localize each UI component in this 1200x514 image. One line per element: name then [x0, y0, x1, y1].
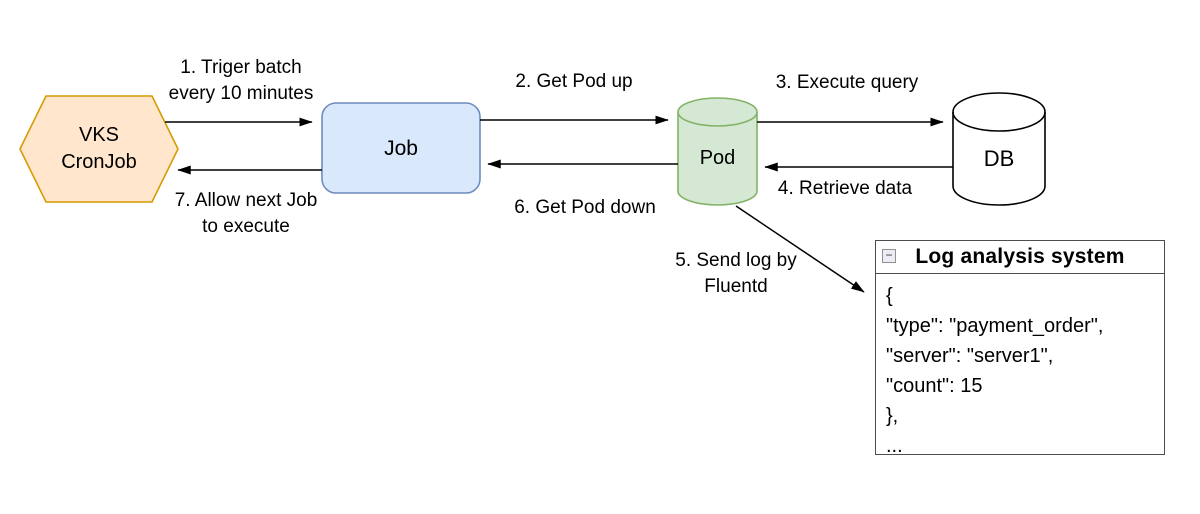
edge-label-7-line1: 7. Allow next Job — [174, 190, 318, 211]
edge-label-3: 3. Execute query — [776, 70, 919, 96]
log-line: "count": 15 — [886, 375, 983, 397]
log-analysis-box: − Log analysis system { "type": "payment… — [875, 240, 1165, 457]
log-line: "server": "server1", — [886, 345, 1054, 367]
edge-label-3-text: 3. Execute query — [775, 72, 919, 93]
edge-label-2-text: 2. Get Pod up — [515, 71, 633, 92]
db-cylinder-shape — [952, 92, 1046, 206]
log-line: ... — [886, 435, 903, 457]
log-analysis-body: { "type": "payment_order", "server": "se… — [876, 274, 1164, 461]
edge-label-5: 5. Send log by Fluentd — [675, 248, 796, 300]
edge-label-4-text: 4. Retrieve data — [777, 178, 913, 199]
edge-label-6: 6. Get Pod down — [514, 195, 656, 221]
pod-cylinder-shape — [677, 97, 758, 206]
edge-label-1: 1. Triger batch every 10 minutes — [169, 55, 314, 107]
edge-label-1-line1: 1. Triger batch — [180, 57, 302, 78]
log-line: { — [886, 285, 893, 307]
cronjob-hexagon-shape — [19, 95, 179, 203]
edge-label-4: 4. Retrieve data — [778, 176, 912, 202]
job-rect-shape — [321, 102, 481, 194]
log-line: "type": "payment_order", — [886, 315, 1104, 337]
edge-label-7: 7. Allow next Job to execute — [175, 188, 318, 240]
log-analysis-header: − Log analysis system — [876, 241, 1164, 274]
pod-cylinder-rim — [677, 111, 758, 127]
arrow-5-send-log — [735, 205, 865, 293]
edge-label-6-text: 6. Get Pod down — [514, 197, 656, 218]
edge-label-5-line1: 5. Send log by — [675, 250, 797, 271]
db-cylinder-rim — [952, 111, 1046, 132]
edge-label-1-line2: every 10 minutes — [168, 83, 314, 104]
log-line: }, — [886, 405, 899, 427]
edge-label-2: 2. Get Pod up — [515, 69, 632, 95]
log-analysis-title: Log analysis system — [915, 245, 1125, 268]
edge-label-7-line2: to execute — [202, 216, 290, 237]
edge-label-5-line2: Fluentd — [704, 276, 768, 297]
collapse-minus-icon: − — [882, 249, 896, 263]
